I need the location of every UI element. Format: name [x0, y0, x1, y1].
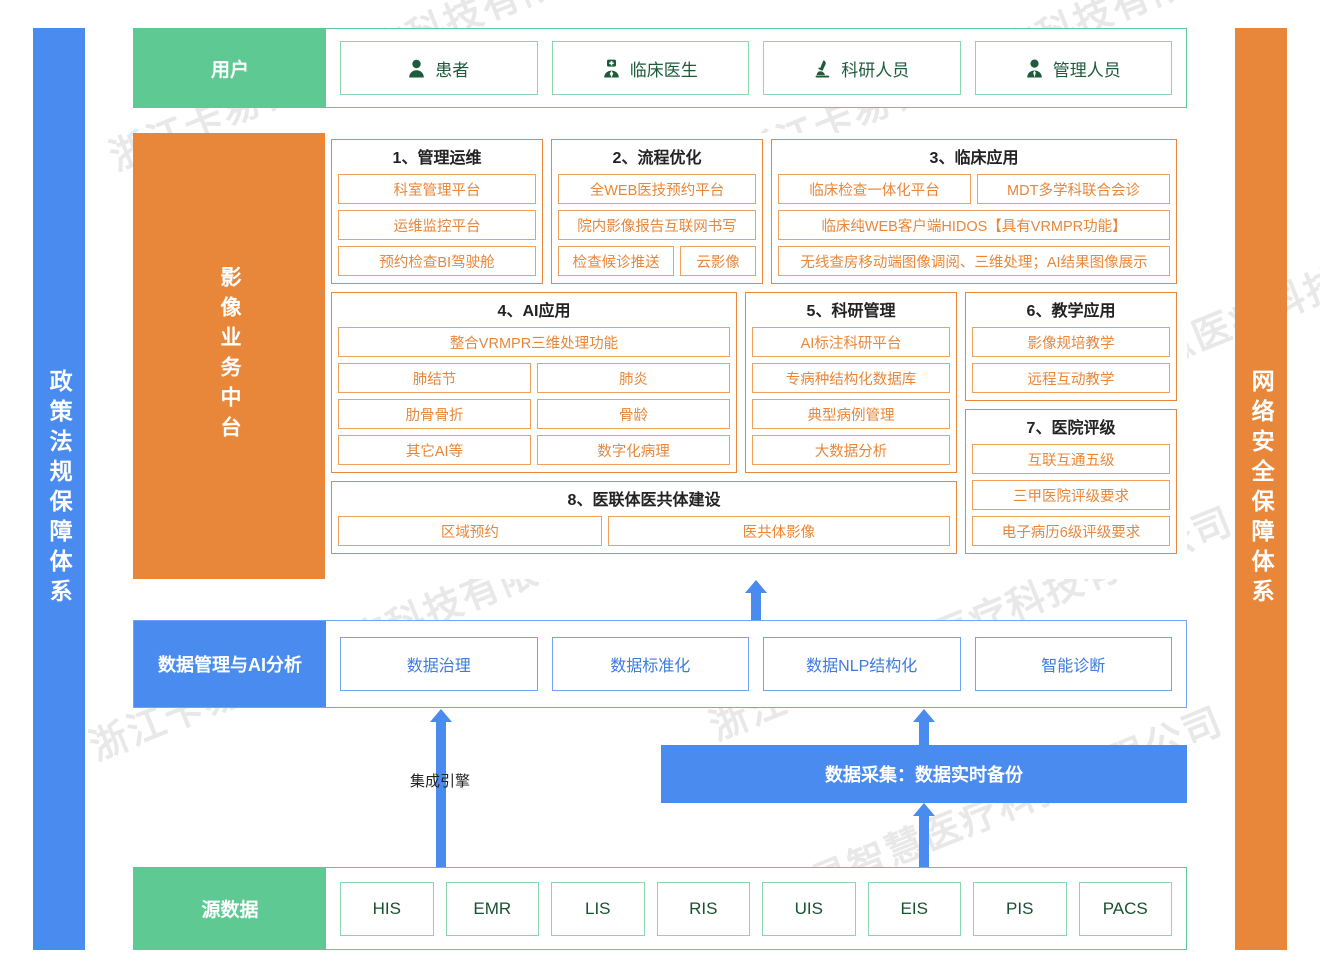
- imaging-platform-label: 影像业务中台: [218, 266, 242, 446]
- group-item[interactable]: 临床检查一体化平台: [778, 174, 971, 204]
- group-clinical-application: 3、临床应用 临床检查一体化平台 MDT多学科联合会诊 临床纯WEB客户端HID…: [771, 139, 1177, 284]
- group-medical-alliance: 8、医联体医共体建设 区域预约 医共体影像: [331, 481, 957, 554]
- user-chip-label: 临床医生: [629, 60, 698, 80]
- imaging-platform-content: 1、管理运维 科室管理平台 运维监控平台 预约检查BI驾驶舱 2、流程优化 全W…: [325, 133, 1187, 579]
- source-chip-uis[interactable]: UIS: [762, 881, 856, 936]
- source-data-label: 源数据: [134, 868, 326, 949]
- user-chip-label: 患者: [435, 60, 470, 80]
- group-ai-application: 4、AI应用 整合VRMPR三维处理功能 肺结节 肺炎 肋骨骨折 骨龄 其它AI…: [331, 292, 737, 473]
- user-chip-clinician[interactable]: 临床医生: [551, 41, 749, 95]
- group-item[interactable]: AI标注科研平台: [752, 327, 950, 357]
- group-title: 1、管理运维: [392, 150, 482, 167]
- group-title: 3、临床应用: [929, 150, 1019, 167]
- source-chip-pacs[interactable]: PACS: [1078, 881, 1172, 936]
- sidebar-right-label: 网络安全保障体系: [1248, 369, 1275, 609]
- user-chip-researcher[interactable]: 科研人员: [763, 41, 961, 95]
- group-item[interactable]: 远程互动教学: [972, 363, 1170, 393]
- imaging-platform-band: 影像业务中台 1、管理运维 科室管理平台 运维监控平台 预约检查BI驾驶舱 2、…: [133, 133, 1187, 579]
- sidebar-left-label: 政策法规保障体系: [46, 369, 73, 609]
- source-data-row: 源数据 HIS EMR LIS RIS UIS EIS PIS PACS: [133, 867, 1187, 950]
- arrow-integration-engine: [430, 709, 452, 867]
- group-item[interactable]: 三甲医院评级要求: [972, 480, 1170, 510]
- group-item[interactable]: 医共体影像: [607, 516, 950, 546]
- data-management-label: 数据管理与AI分析: [134, 621, 326, 707]
- group-title: 2、流程优化: [612, 150, 702, 167]
- user-row-label: 用户: [134, 29, 326, 107]
- group-teaching-application: 6、教学应用 影像规培教学 远程互动教学: [965, 292, 1177, 401]
- group-item[interactable]: 数字化病理: [537, 435, 730, 465]
- user-chip-label: 管理人员: [1052, 60, 1121, 80]
- group-title: 5、科研管理: [806, 303, 896, 320]
- group-item[interactable]: 专病种结构化数据库: [752, 363, 950, 393]
- group-item[interactable]: 其它AI等: [338, 435, 531, 465]
- group-item[interactable]: 肺结节: [338, 363, 531, 393]
- group-item[interactable]: 全WEB医技预约平台: [558, 174, 756, 204]
- arrow-source-to-collection: [913, 803, 935, 867]
- source-chip-ris[interactable]: RIS: [656, 881, 750, 936]
- group-item[interactable]: 区域预约: [338, 516, 602, 546]
- integration-engine-label: 集成引擎: [409, 773, 470, 790]
- group-management-ops: 1、管理运维 科室管理平台 运维监控平台 预约检查BI驾驶舱: [331, 139, 543, 284]
- group-title: 8、医联体医共体建设: [567, 492, 721, 509]
- patient-icon: [408, 59, 425, 78]
- data-management-row: 数据管理与AI分析 数据治理 数据标准化 数据NLP结构化 智能诊断: [133, 620, 1187, 708]
- arrow-collection-to-data: [913, 709, 935, 747]
- group-item[interactable]: 肋骨骨折: [338, 399, 531, 429]
- user-chip-list: 患者 临床医生 科研人员 管理人员: [326, 29, 1186, 107]
- group-item[interactable]: 预约检查BI驾驶舱: [338, 246, 536, 276]
- group-item[interactable]: 临床纯WEB客户端HIDOS【具有VRMPR功能】: [778, 210, 1170, 240]
- group-process-optimization: 2、流程优化 全WEB医技预约平台 院内影像报告互联网书写 检查候诊推送 云影像: [551, 139, 763, 284]
- doctor-icon: [603, 59, 620, 78]
- group-item[interactable]: 典型病例管理: [752, 399, 950, 429]
- group-research-management: 5、科研管理 AI标注科研平台 专病种结构化数据库 典型病例管理 大数据分析: [745, 292, 957, 473]
- arrow-data-to-platform: [745, 580, 767, 620]
- source-chip-his[interactable]: HIS: [340, 881, 434, 936]
- group-item[interactable]: 运维监控平台: [338, 210, 536, 240]
- data-collection-bar: 数据采集：数据实时备份: [661, 745, 1187, 803]
- group-item[interactable]: 无线查房移动端图像调阅、三维处理；AI结果图像展示: [778, 246, 1170, 276]
- group-item[interactable]: 院内影像报告互联网书写: [558, 210, 756, 240]
- group-item[interactable]: MDT多学科联合会诊: [977, 174, 1170, 204]
- group-item[interactable]: 整合VRMPR三维处理功能: [338, 327, 730, 357]
- group-title: 7、医院评级: [1026, 420, 1116, 437]
- group-item[interactable]: 大数据分析: [752, 435, 950, 465]
- manager-icon: [1026, 59, 1043, 78]
- data-chip-smart-diagnosis[interactable]: 智能诊断: [974, 637, 1172, 691]
- sidebar-policy-regulation: 政策法规保障体系: [33, 28, 85, 950]
- group-item[interactable]: 检查候诊推送: [558, 246, 675, 276]
- data-chip-governance[interactable]: 数据治理: [340, 637, 538, 691]
- group-item[interactable]: 电子病历6级评级要求: [972, 516, 1170, 546]
- data-chip-list: 数据治理 数据标准化 数据NLP结构化 智能诊断: [326, 621, 1186, 707]
- group-item[interactable]: 云影像: [680, 246, 756, 276]
- sidebar-network-security: 网络安全保障体系: [1235, 28, 1287, 950]
- source-chip-lis[interactable]: LIS: [551, 881, 645, 936]
- group-item[interactable]: 影像规培教学: [972, 327, 1170, 357]
- data-chip-standardization[interactable]: 数据标准化: [551, 637, 749, 691]
- group-item[interactable]: 肺炎: [537, 363, 730, 393]
- group-title: 6、教学应用: [1026, 303, 1116, 320]
- source-chip-eis[interactable]: EIS: [867, 881, 961, 936]
- user-chip-administrator[interactable]: 管理人员: [974, 41, 1172, 95]
- source-chip-list: HIS EMR LIS RIS UIS EIS PIS PACS: [326, 868, 1186, 949]
- user-chip-label: 科研人员: [841, 60, 910, 80]
- group-item[interactable]: 科室管理平台: [338, 174, 536, 204]
- microscope-icon: [814, 59, 831, 78]
- group-item[interactable]: 互联互通五级: [972, 444, 1170, 474]
- group-title: 4、AI应用: [497, 303, 571, 320]
- user-row: 用户 患者 临床医生 科研人员: [133, 28, 1187, 108]
- imaging-platform-label-box: 影像业务中台: [133, 133, 325, 579]
- user-chip-patient[interactable]: 患者: [340, 41, 538, 95]
- group-item[interactable]: 骨龄: [537, 399, 730, 429]
- source-chip-pis[interactable]: PIS: [973, 881, 1067, 936]
- data-chip-nlp[interactable]: 数据NLP结构化: [763, 637, 961, 691]
- source-chip-emr[interactable]: EMR: [445, 881, 539, 936]
- group-hospital-rating: 7、医院评级 互联互通五级 三甲医院评级要求 电子病历6级评级要求: [965, 409, 1177, 554]
